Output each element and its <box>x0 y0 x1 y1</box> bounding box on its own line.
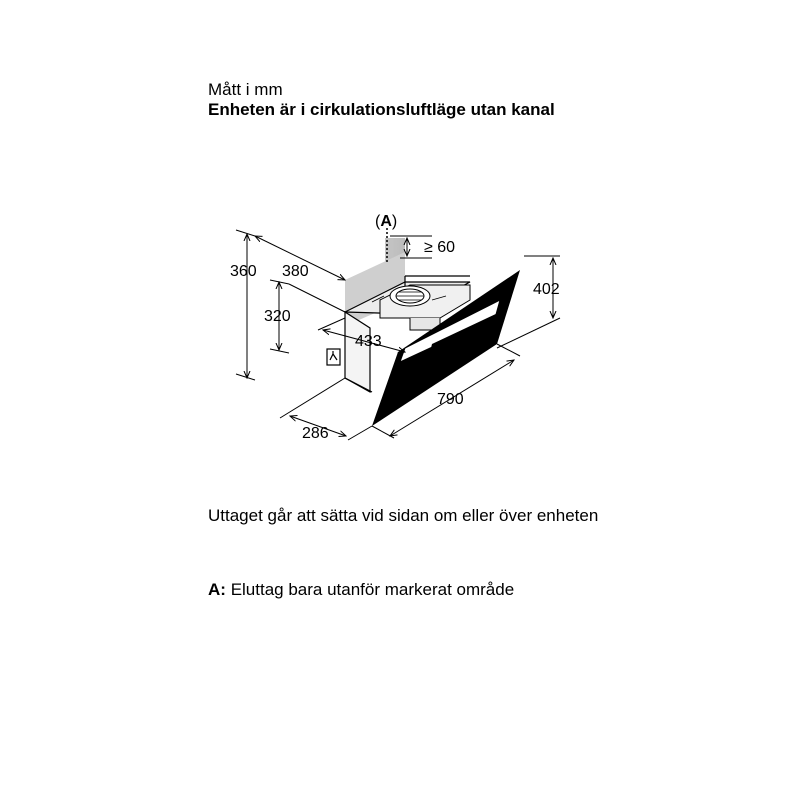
motor-unit <box>371 284 471 331</box>
dim-width-total: 790 <box>437 391 464 408</box>
label-a: (A) <box>375 213 397 230</box>
legend-text: Eluttag bara utanför markerat område <box>230 580 515 599</box>
dim-clearance: ≥ 60 <box>424 239 455 256</box>
outlet-icon <box>326 348 341 366</box>
dim-height-front: 402 <box>533 281 560 298</box>
legend: A: Eluttag bara utanför markerat område <box>208 580 514 600</box>
outlet-note: Uttaget går att sätta vid sidan om eller… <box>208 506 599 525</box>
dim-height-total: 360 <box>230 263 257 280</box>
dim-height-inner: 320 <box>264 308 291 325</box>
dimension-lines <box>235 229 561 441</box>
diagram-title: Enheten är i cirkulationsluftläge utan k… <box>208 100 555 119</box>
dim-depth-bottom: 286 <box>302 425 329 442</box>
dim-depth-top: 380 <box>282 263 309 280</box>
units-note: Mått i mm <box>208 80 283 99</box>
legend-key: A: <box>208 580 226 599</box>
dim-width-inner: 433 <box>355 333 382 350</box>
